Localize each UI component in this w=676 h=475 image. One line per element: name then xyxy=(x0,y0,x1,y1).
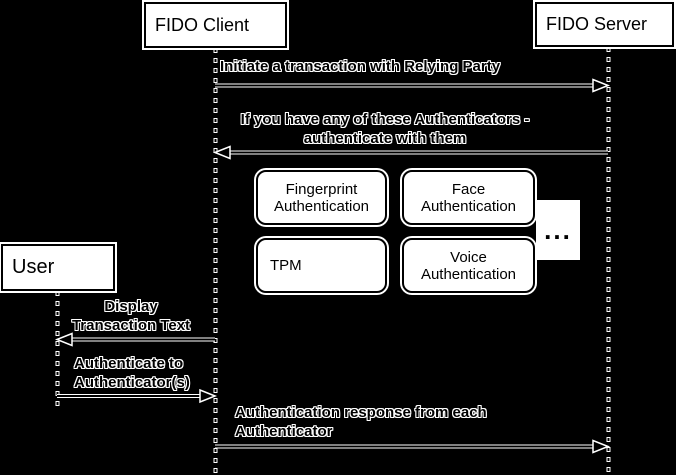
authenticator-box-fingerprint: Fingerprint Authentication xyxy=(256,170,387,225)
arrow-offer-authenticators xyxy=(212,145,608,160)
arrow-authentication-response xyxy=(215,439,611,454)
message-label-display-transaction-text: Display Transaction Text xyxy=(71,298,191,334)
arrow-display-transaction-text xyxy=(54,332,215,347)
actor-box-fido-client: FIDO Client xyxy=(144,2,287,48)
message-label-offer-authenticators: If you have any of these Authenticators … xyxy=(240,111,530,147)
message-label-initiate-transaction: Initiate a transaction with Relying Part… xyxy=(220,58,501,75)
message-label-authenticate-to-authenticators: Authenticate to Authenticator(s) xyxy=(74,355,190,391)
arrowhead-right-icon xyxy=(592,439,611,454)
authenticator-box-tpm: TPM xyxy=(256,238,387,293)
arrowhead-left-icon xyxy=(54,332,73,347)
ellipsis-label: ... xyxy=(544,214,572,245)
more-authenticators-ellipsis: ... xyxy=(536,200,580,260)
authenticator-box-face: Face Authentication xyxy=(402,170,535,225)
authenticator-box-voice: Voice Authentication xyxy=(402,238,535,293)
arrowhead-left-icon xyxy=(212,145,231,160)
authenticator-label-face: Face Authentication xyxy=(420,180,517,215)
actor-box-user: User xyxy=(1,244,115,291)
arrowhead-right-icon xyxy=(199,388,218,404)
arrow-initiate-transaction xyxy=(215,78,611,93)
arrowhead-right-icon xyxy=(592,78,611,93)
actor-label-fido-server: FIDO Server xyxy=(546,14,648,34)
authenticator-label-tpm: TPM xyxy=(270,257,302,274)
actor-label-fido-client: FIDO Client xyxy=(155,14,250,35)
message-label-authentication-response: Authentication response from each Authen… xyxy=(235,404,487,440)
authenticator-label-voice: Voice Authentication xyxy=(420,248,517,283)
actor-box-fido-server: FIDO Server xyxy=(535,2,674,47)
arrow-authenticate-to-authenticators xyxy=(57,388,218,404)
authenticator-label-fingerprint: Fingerprint Authentication xyxy=(273,180,370,215)
actor-label-user: User xyxy=(12,256,55,278)
